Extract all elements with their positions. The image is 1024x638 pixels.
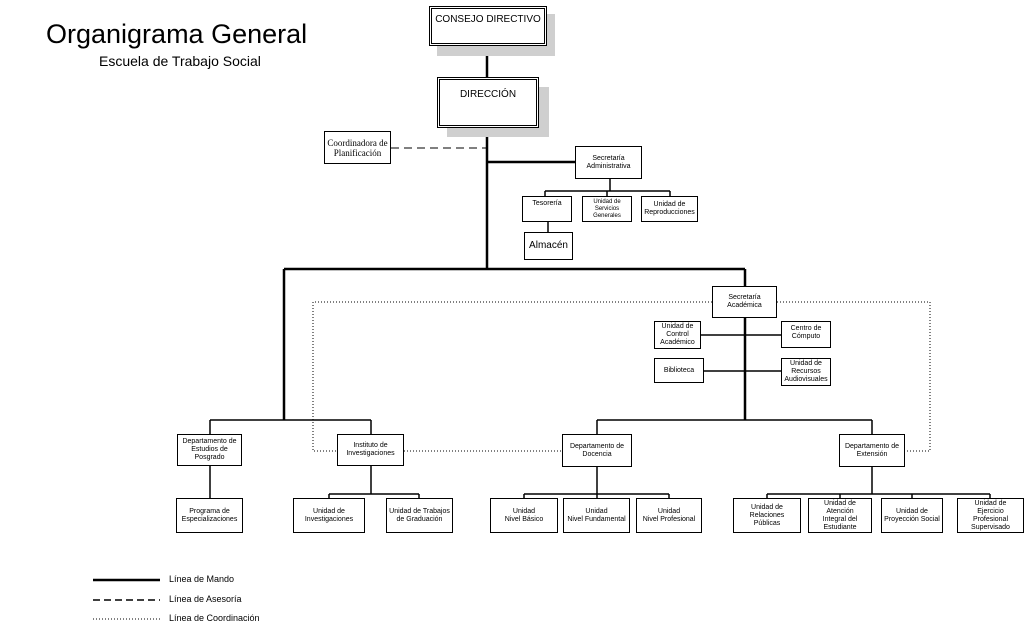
node-almacen: Almacén	[524, 232, 573, 260]
page-subtitle: Escuela de Trabajo Social	[99, 53, 261, 69]
node-departamento-docencia: Departamento de Docencia	[562, 434, 632, 467]
node-unidad-investigaciones: Unidad de Investigaciones	[293, 498, 365, 533]
legend-linea-asesoria: Línea de Asesoría	[169, 594, 242, 604]
node-programa-especializaciones: Programa de Especializaciones	[176, 498, 243, 533]
page-title: Organigrama General	[46, 19, 308, 49]
node-secretaria-administrativa: Secretaría Administrativa	[575, 146, 642, 179]
node-coordinadora-planificacion: Coordinadora de Planificación	[324, 131, 391, 164]
node-centro-computo: Centro de Cómputo	[781, 321, 831, 348]
node-nivel-profesional: Unidad Nivel Profesional	[636, 498, 702, 533]
node-biblioteca: Biblioteca	[654, 358, 704, 383]
node-secretaria-academica: Secretaría Académica	[712, 286, 777, 318]
legend-linea-coordinacion: Línea de Coordinación	[169, 613, 260, 623]
node-nivel-basico: Unidad Nivel Básico	[490, 498, 558, 533]
node-reproducciones: Unidad de Reproducciones	[641, 196, 698, 222]
node-control-academico: Unidad de Control Académico	[654, 321, 701, 349]
node-nivel-fundamental: Unidad Nivel Fundamental	[563, 498, 630, 533]
node-tesoreria: Tesorería	[522, 196, 572, 222]
node-direccion: DIRECCIÓN	[437, 77, 539, 128]
node-estudios-posgrado: Departamento de Estudios de Posgrado	[177, 434, 242, 466]
node-instituto-investigaciones: Instituto de Investigaciones	[337, 434, 404, 466]
node-proyeccion-social: Unidad de Proyección Social	[881, 498, 943, 533]
node-trabajos-graduacion: Unidad de Trabajos de Graduación	[386, 498, 453, 533]
node-relaciones-publicas: Unidad de Relaciones Públicas	[733, 498, 801, 533]
node-consejo-directivo: CONSEJO DIRECTIVO	[429, 6, 547, 46]
legend-linea-mando: Línea de Mando	[169, 574, 235, 584]
node-atencion-estudiante: Unidad de Atención Integral del Estudian…	[808, 498, 872, 533]
node-servicios-generales: Unidad de Servicios Generales	[582, 196, 632, 222]
node-ejercicio-profesional: Unidad de Ejercicio Profesional Supervis…	[957, 498, 1024, 533]
node-departamento-extension: Departamento de Extensión	[839, 434, 905, 467]
node-recursos-audiovisuales: Unidad de Recursos Audiovisuales	[781, 358, 831, 386]
